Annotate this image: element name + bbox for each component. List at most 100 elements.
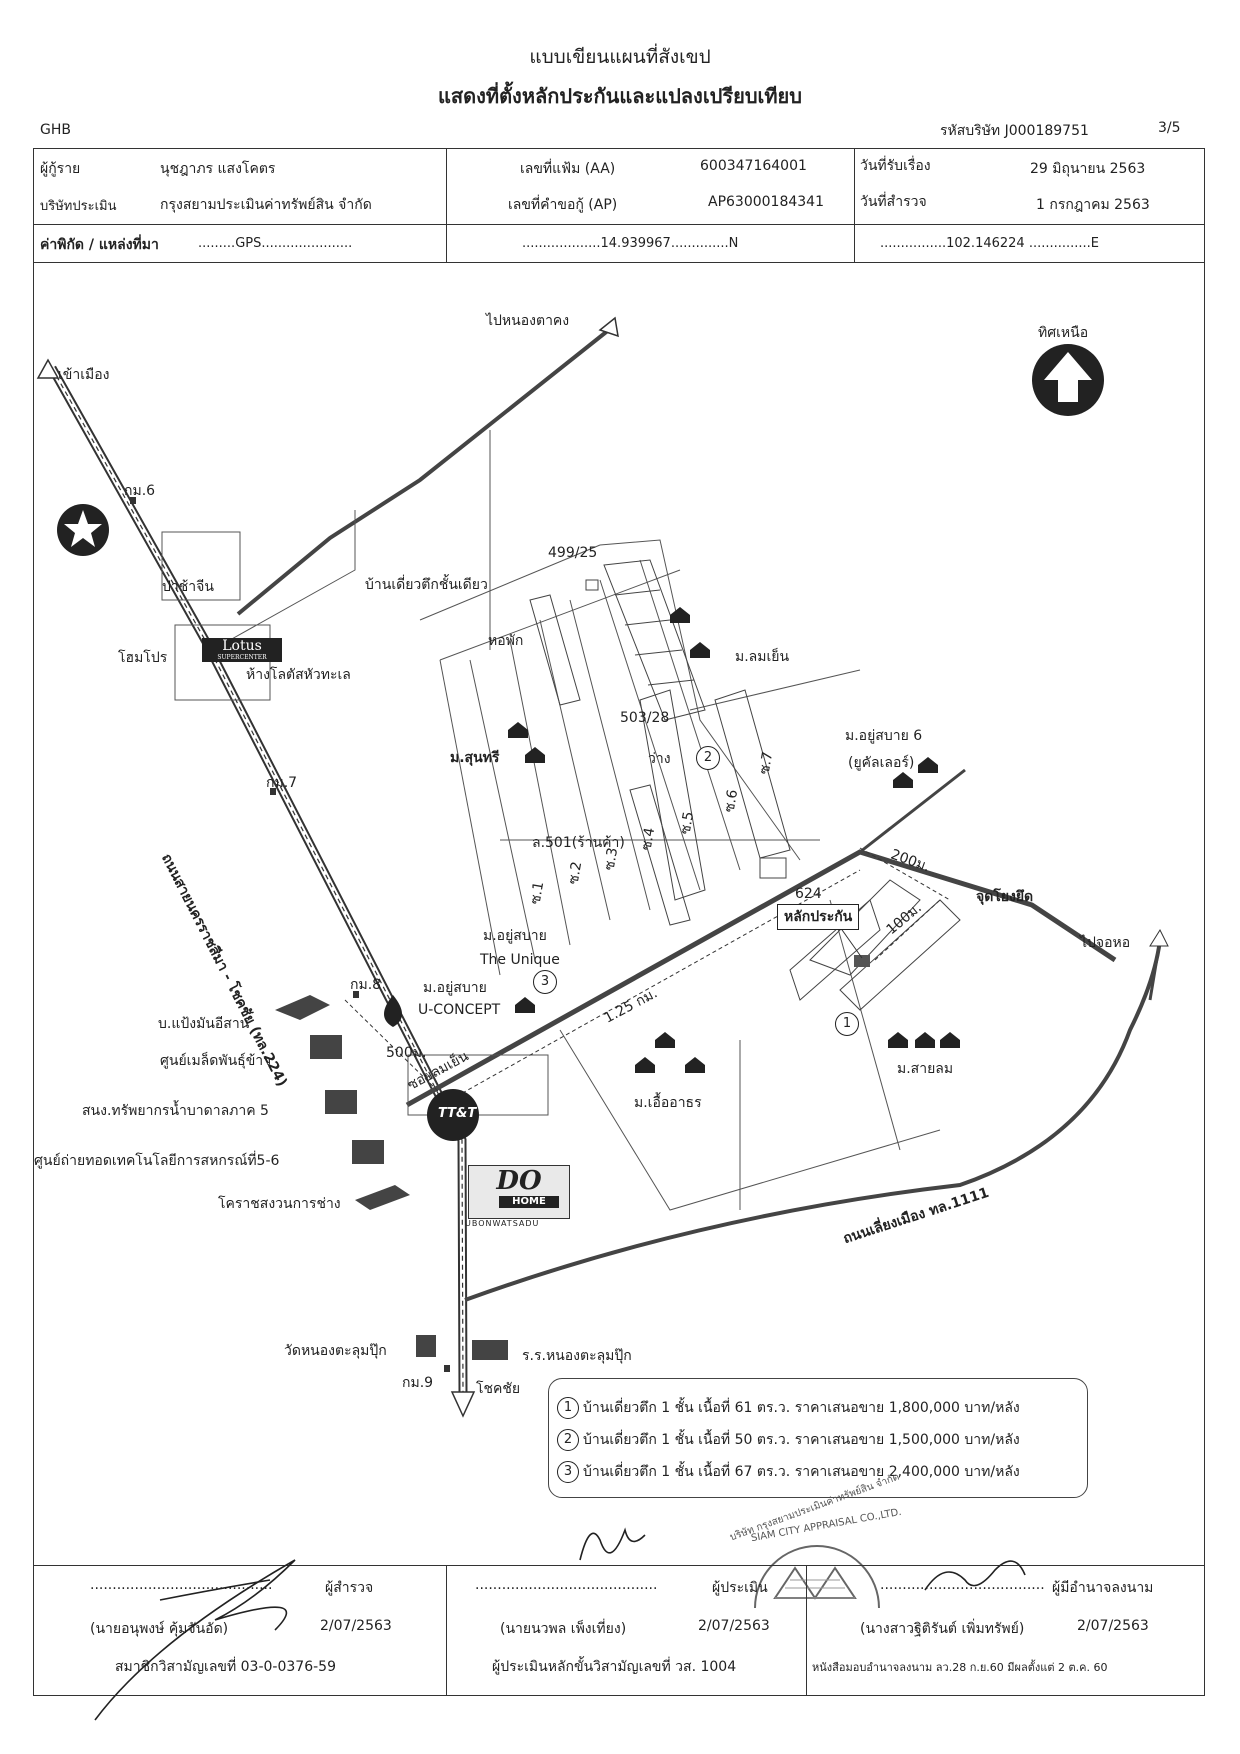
- surveyor-sign-line: ........................................…: [90, 1577, 273, 1593]
- appraiser-sign-line: ........................................…: [475, 1577, 658, 1593]
- lotus-logo-text: Lotus: [222, 638, 262, 654]
- request-number-value: AP63000184341: [708, 194, 824, 210]
- vacant-label: ว่าง: [648, 751, 671, 767]
- soi1-label: ซ.1: [527, 880, 548, 906]
- ueaathorn-label: ม.เอื้ออาธร: [634, 1095, 702, 1111]
- appraiser-name: (นายนวพล เพ็งเที่ยง): [500, 1621, 627, 1637]
- ttt-logo: TT&T: [438, 1106, 477, 1121]
- soi2-label: ซ.2: [565, 860, 586, 886]
- lot-499-label: 499/25: [548, 545, 598, 561]
- appraiser-date: 2/07/2563: [698, 1618, 770, 1634]
- lotus-label: ห้างโลตัสหัวทะเล: [246, 667, 351, 683]
- comparables-legend: 1 บ้านเดี่ยวตึก 1 ชั้น เนื้อที่ 61 ตร.ว.…: [548, 1378, 1088, 1498]
- file-number-value: 600347164001: [700, 158, 807, 174]
- appraiser-license: ผู้ประเมินหลักขั้นวิสามัญเลขที่ วส. 1004: [492, 1659, 737, 1675]
- km6-label: กม.6: [124, 483, 156, 499]
- ttt-logo-icon: [427, 1089, 479, 1141]
- authority-name: (นางสาวฐิติรันต์ เพิ่มทรัพย์): [860, 1621, 1025, 1637]
- lomyen-label: ม.ลมเย็น: [735, 649, 790, 665]
- surveyor-name: (นายอนุพงษ์ คุ้มจันอัด): [90, 1621, 229, 1637]
- single-house-label: บ้านเดี่ยวตึกชั้นเดียว: [365, 577, 488, 593]
- landmark-icons: [275, 995, 508, 1360]
- dohome-logo: DO HOME: [468, 1165, 570, 1219]
- latitude: ...................14.939967............…: [522, 236, 739, 251]
- appraiser-role: ผู้ประเมิน: [712, 1580, 768, 1596]
- korat-sawan-label: โคราชสงวนการช่าง: [218, 1196, 341, 1212]
- eucalyptus-label: (ยูคัลเลอร์): [848, 755, 915, 771]
- borrower-value: นุชฎาภร แสงโคตร: [160, 161, 276, 177]
- to-city-label: เข้าเมือง: [58, 367, 110, 383]
- longitude: ................102.146224 .............…: [880, 236, 1100, 251]
- received-date-value: 29 มิถุนายน 2563: [1030, 161, 1146, 177]
- signature-divider: [446, 1565, 447, 1696]
- table-divider: [33, 224, 1205, 225]
- yoosabai-unique-label: ม.อยู่สบาย: [483, 928, 547, 944]
- distance-500m: 500ม.: [386, 1045, 427, 1061]
- received-date-label: วันที่รับเรื่อง: [860, 158, 931, 174]
- legend-item: 1 บ้านเดี่ยวตึก 1 ชั้น เนื้อที่ 61 ตร.ว.…: [557, 1397, 1020, 1419]
- km-markers: [130, 497, 450, 1372]
- u-concept-label: U-CONCEPT: [418, 1002, 501, 1018]
- table-divider: [446, 148, 447, 262]
- legend-text: บ้านเดี่ยวตึก 1 ชั้น เนื้อที่ 50 ตร.ว. ร…: [583, 1432, 1020, 1448]
- company-code: รหัสบริษัท J000189751: [940, 123, 1089, 139]
- reference-point-label: จุดโยงยึด: [976, 889, 1034, 905]
- signature-divider: [33, 1565, 1205, 1566]
- legend-text: บ้านเดี่ยวตึก 1 ชั้น เนื้อที่ 67 ตร.ว. ร…: [583, 1464, 1020, 1480]
- plot-lines: [161, 430, 941, 1211]
- table-divider: [854, 148, 855, 262]
- lotus-logo-sub: SUPERCENTER: [217, 654, 267, 661]
- org-code: GHB: [40, 122, 71, 138]
- survey-date-label: วันที่สำรวจ: [860, 194, 927, 210]
- legend-number: 2: [557, 1429, 579, 1451]
- dormitory-label: หอพัก: [488, 633, 524, 649]
- north-arrow-icon: [1032, 344, 1104, 416]
- seal-graphic: [754, 1545, 880, 1609]
- comparable-marker-2: 2: [696, 746, 720, 770]
- pangmun-label: บ.แป้งมันอีสาน: [158, 1016, 250, 1032]
- house-icons: [508, 607, 960, 1073]
- dohome-logo-sub: HOME: [499, 1196, 559, 1208]
- legend-number: 3: [557, 1461, 579, 1483]
- authority-sign-line: .....................................: [880, 1577, 1045, 1593]
- legend-item: 2 บ้านเดี่ยวตึก 1 ชั้น เนื้อที่ 50 ตร.ว.…: [557, 1429, 1020, 1451]
- lot-624-label: 624: [795, 886, 822, 902]
- soi5-label: ซ.5: [677, 810, 698, 836]
- road-nongtakhong: [236, 323, 617, 616]
- arrow-to-chokchai: [450, 1391, 476, 1418]
- authority-date: 2/07/2563: [1077, 1618, 1149, 1634]
- dohome-caption: UBONWATSADU: [465, 1219, 540, 1228]
- shop-label: ล.501(ร้านค้า): [532, 835, 625, 851]
- document-subtitle: แสดงที่ตั้งหลักประกันและแปลงเปรียบเทียบ: [438, 84, 802, 108]
- suntree-label: ม.สุนทรี: [450, 750, 500, 766]
- soi4-label: ซ.4: [638, 826, 659, 852]
- soi7-label: ซ.7: [756, 750, 777, 776]
- star-logo-icon: [57, 504, 109, 556]
- appraiser-company-label: บริษัทประเมิน: [40, 199, 117, 214]
- table-divider: [33, 262, 1205, 263]
- homepro-label: โฮมโปร: [118, 650, 168, 666]
- legend-number: 1: [557, 1397, 579, 1419]
- soi-lomyen-road: [405, 849, 1117, 1108]
- dohome-logo-text: DO: [496, 1166, 542, 1196]
- the-unique-label: The Unique: [480, 952, 560, 968]
- authority-note: หนังสือมอบอำนาจลงนาม ลว.28 ก.ย.60 มีผลตั…: [812, 1661, 1108, 1674]
- coord-source: .........GPS......................: [198, 236, 353, 251]
- borrower-label: ผู้กู้ราย: [40, 161, 81, 177]
- comparable-marker-3: 3: [533, 970, 557, 994]
- surveyor-member-no: สมาชิกวิสามัญเลขที่ 03-0-0376-59: [115, 1659, 336, 1675]
- km9-label: กม.9: [402, 1375, 434, 1391]
- document-title: แบบเขียนแผนที่สังเขป: [529, 46, 711, 68]
- pachajin-label: ป่าช้าจีน: [162, 579, 214, 595]
- document-frame: [33, 148, 1205, 1696]
- measure-lines: [344, 847, 951, 1101]
- lot-503-label: 503/28: [620, 710, 670, 726]
- coord-label: ค่าพิกัด / แหล่งที่มา: [40, 237, 159, 253]
- collateral-plot: [854, 955, 870, 967]
- request-number-label: เลขที่คำขอกู้ (AP): [508, 197, 618, 213]
- survey-date-value: 1 กรกฎาคม 2563: [1036, 197, 1150, 213]
- to-chokchai-label: โชคชัย: [476, 1381, 521, 1397]
- km7-label: กม.7: [266, 775, 298, 791]
- soi6-label: ซ.6: [721, 788, 742, 814]
- yoosabai-uconcept-label: ม.อยู่สบาย: [423, 980, 487, 996]
